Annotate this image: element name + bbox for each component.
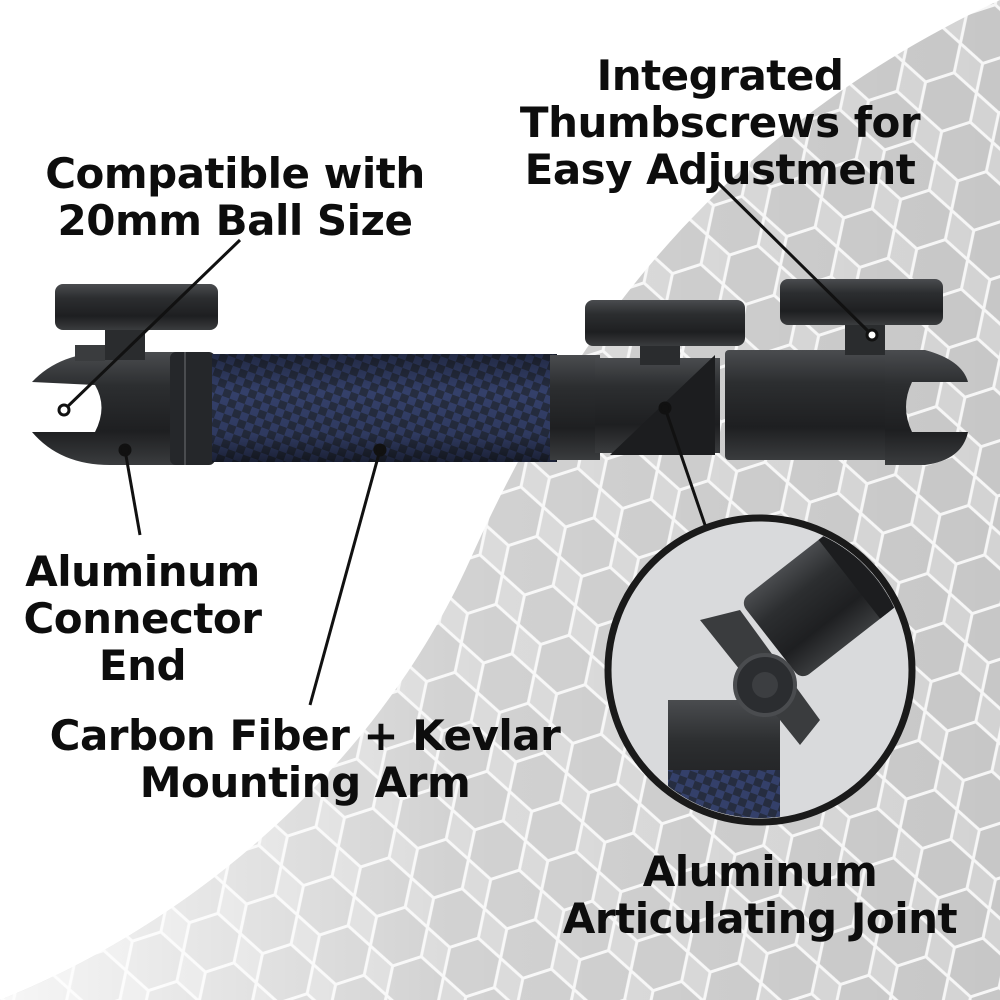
thumbscrews-line-2: Thumbscrews for bbox=[519, 98, 921, 148]
mounting-arm-line-2: Mounting Arm bbox=[139, 758, 471, 808]
thumbscrews-line-3: Easy Adjustment bbox=[524, 145, 916, 195]
connector-end-line-1: Aluminum bbox=[25, 547, 260, 596]
articulating-joint-line-2: Articulating Joint bbox=[562, 894, 958, 944]
mounting-arm-label: Carbon Fiber + Kevlar Mounting Arm bbox=[40, 712, 570, 806]
connector-end-line-3: End bbox=[98, 641, 187, 691]
right-assembly bbox=[550, 279, 968, 465]
joint-closeup-inset bbox=[604, 514, 916, 826]
ball-size-label: Compatible with 20mm Ball Size bbox=[20, 150, 450, 244]
thumbscrews-line-1: Integrated bbox=[596, 51, 844, 100]
articulating-joint-label: Aluminum Articulating Joint bbox=[540, 848, 980, 942]
left-connector-end bbox=[32, 284, 218, 465]
connector-end-label: Aluminum Connector End bbox=[0, 548, 285, 689]
articulating-joint-line-1: Aluminum bbox=[642, 847, 878, 896]
mounting-arm-line-1: Carbon Fiber + Kevlar bbox=[49, 711, 561, 760]
thumbscrews-label: Integrated Thumbscrews for Easy Adjustme… bbox=[495, 52, 945, 193]
carbon-tube bbox=[212, 354, 557, 462]
ball-size-line-2: 20mm Ball Size bbox=[57, 196, 413, 246]
ball-size-line-1: Compatible with bbox=[45, 149, 425, 198]
connector-end-line-2: Connector bbox=[23, 594, 262, 644]
